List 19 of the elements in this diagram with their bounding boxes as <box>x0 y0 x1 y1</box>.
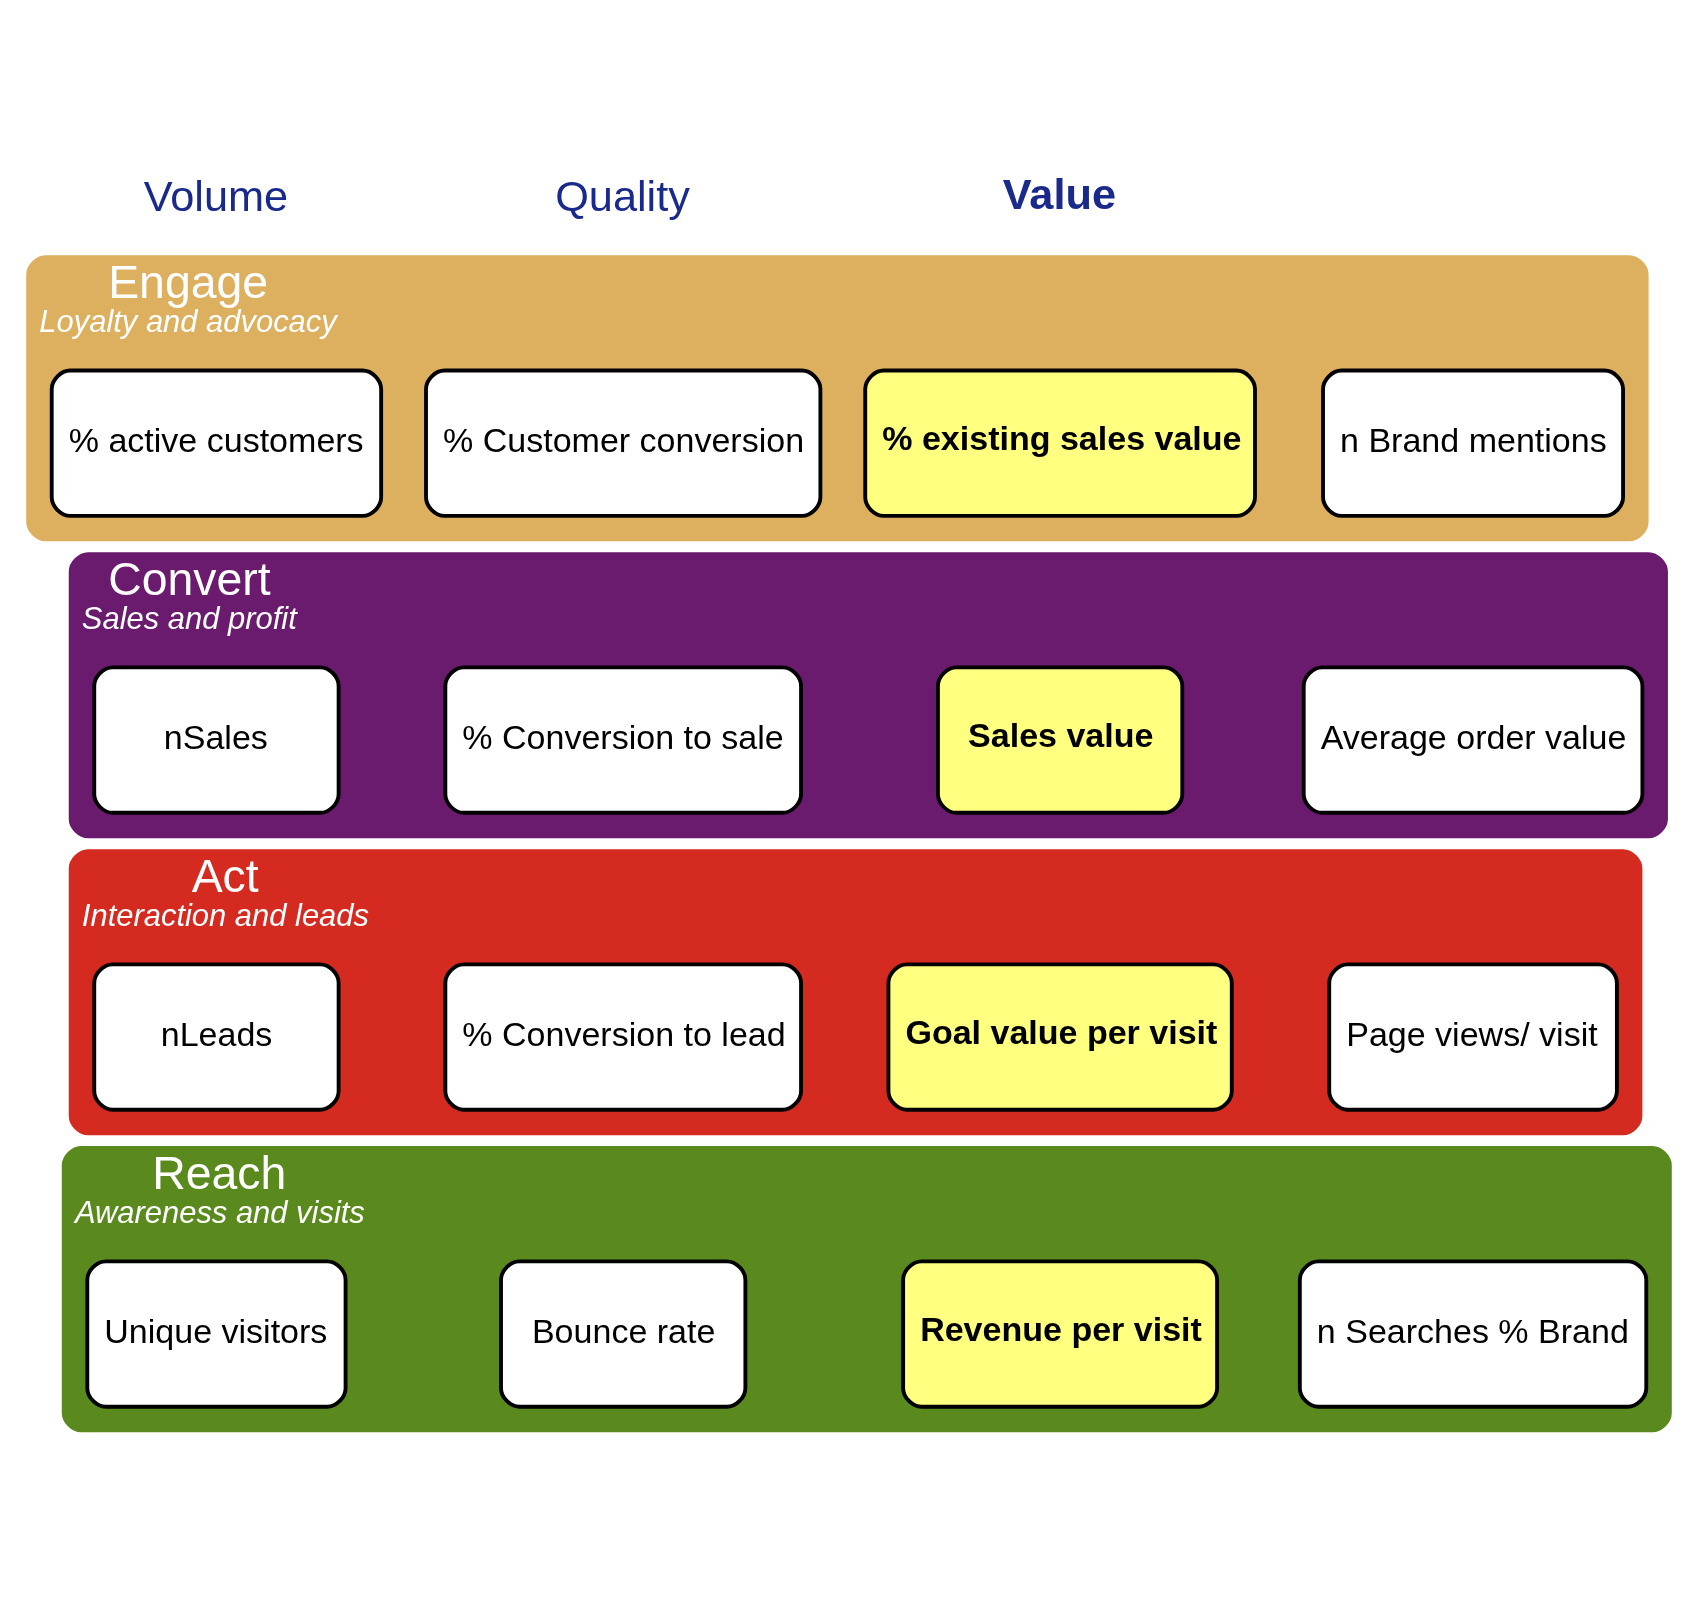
node-box: % Customer conversion <box>424 368 823 518</box>
label: Volume <box>143 171 289 220</box>
node-box: % active customers <box>49 368 384 518</box>
node-box: % Conversion to lead <box>443 961 803 1112</box>
node-box: nSales <box>92 665 341 815</box>
label: Quality <box>555 171 690 220</box>
node-box: Goal value per visit <box>886 961 1234 1112</box>
node-box: nLeads <box>92 961 341 1112</box>
node-box: Unique visitors <box>85 1258 348 1409</box>
node-box: Sales value <box>936 665 1185 815</box>
node-box: Page views/ visit <box>1327 961 1619 1112</box>
node-box: n Brand mentions <box>1321 368 1625 518</box>
node-box: Revenue per visit <box>901 1258 1220 1409</box>
node-box: n Searches % Brand <box>1297 1258 1649 1409</box>
node-box: % Conversion to sale <box>443 665 803 815</box>
node-box: % existing sales value <box>863 368 1257 518</box>
node-box: Bounce rate <box>499 1258 748 1409</box>
label: Value <box>1002 169 1117 218</box>
node-box: Average order value <box>1301 665 1645 815</box>
